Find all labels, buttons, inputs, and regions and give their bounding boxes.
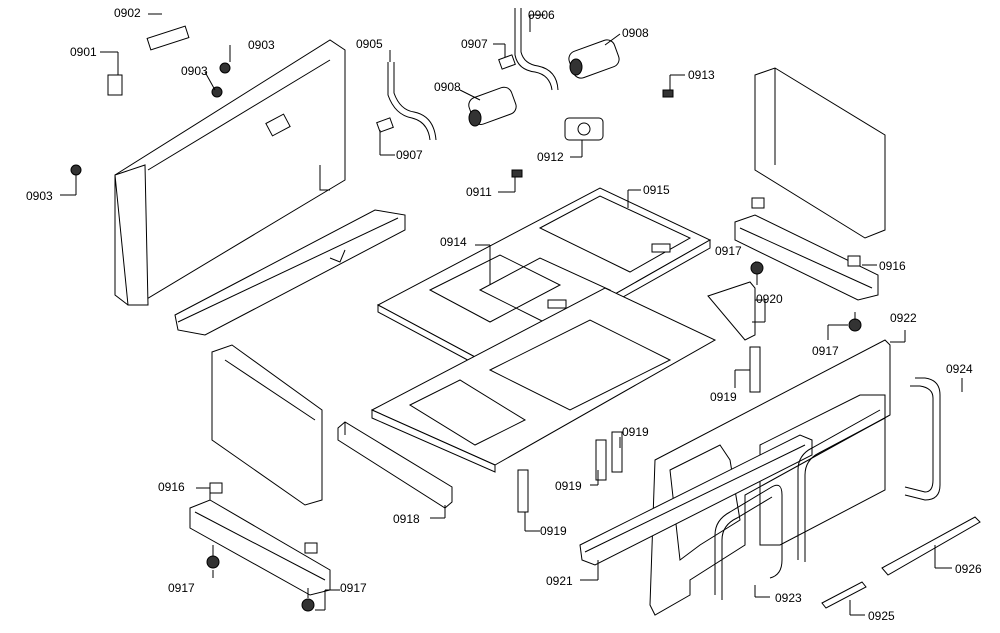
small-clips [70, 25, 674, 178]
label-0903: 0903 [248, 38, 275, 52]
label-0919: 0919 [555, 479, 582, 493]
label-0903: 0903 [181, 64, 208, 78]
label-0924: 0924 [946, 362, 973, 376]
front-frame-0922 [649, 339, 891, 616]
label-0920: 0920 [756, 292, 783, 306]
label-0902: 0902 [114, 6, 141, 20]
label-0908: 0908 [622, 26, 649, 40]
handle-0924 [904, 377, 941, 501]
bracket-0920 [707, 281, 756, 341]
label-0906: 0906 [528, 8, 555, 22]
label-0919: 0919 [540, 524, 567, 538]
label-0917: 0917 [715, 244, 742, 258]
label-0917: 0917 [812, 344, 839, 358]
label-0907: 0907 [461, 37, 488, 51]
label-0905: 0905 [356, 37, 383, 51]
label-0912: 0912 [537, 150, 564, 164]
left-side-panel [211, 344, 323, 506]
left-front-rail [174, 209, 406, 336]
label-0918: 0918 [393, 512, 420, 526]
front-trim-0918 [337, 421, 453, 509]
label-0911: 0911 [466, 185, 492, 199]
label-0919: 0919 [710, 390, 737, 404]
left-back-panel [114, 39, 346, 306]
rail-0926 [881, 516, 981, 576]
tube-0905 [387, 62, 437, 141]
lower-tray [370, 287, 717, 473]
label-0922: 0922 [890, 311, 917, 325]
label-0925: 0925 [868, 609, 895, 623]
label-0916: 0916 [879, 259, 906, 273]
label-0921: 0921 [546, 574, 573, 588]
valve-0908-right [568, 39, 620, 79]
valve-0908-left [468, 86, 517, 127]
rail-0925 [821, 581, 867, 609]
regulator-0912 [564, 117, 604, 141]
label-0913: 0913 [688, 68, 715, 82]
right-side-panel [754, 67, 886, 239]
tube-0906 [514, 8, 559, 91]
label-0901: 0901 [70, 45, 97, 59]
label-0917: 0917 [340, 581, 367, 595]
brackets-0919 [517, 346, 761, 513]
screws-0917 [206, 261, 862, 612]
label-0926: 0926 [955, 562, 982, 576]
label-0923: 0923 [775, 591, 802, 605]
label-0919: 0919 [622, 425, 649, 439]
label-0915: 0915 [643, 183, 670, 197]
label-0903: 0903 [26, 189, 53, 203]
label-0916: 0916 [158, 480, 185, 494]
label-0914: 0914 [440, 235, 467, 249]
rail-0921 [579, 434, 813, 566]
label-0917: 0917 [168, 581, 195, 595]
handle-0923 [714, 409, 886, 600]
leader-lines [60, 13, 963, 616]
label-0908: 0908 [434, 80, 461, 94]
bracket-0916-right [734, 197, 879, 301]
label-0907: 0907 [396, 148, 423, 162]
